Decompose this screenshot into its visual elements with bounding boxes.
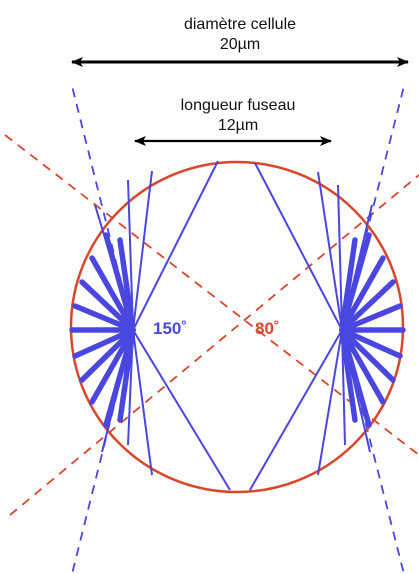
spindle-length-value: 12µm xyxy=(218,117,258,134)
spindle-angle-label: 150˚ xyxy=(153,319,187,338)
spindle-fibers xyxy=(95,161,372,490)
left-aster xyxy=(72,235,133,425)
fiber xyxy=(133,161,218,330)
cell-diameter-value: 20µm xyxy=(220,36,260,53)
cone-line-1 xyxy=(5,135,419,455)
cell-diameter-title: diamètre cellule xyxy=(184,16,296,33)
spindle-length-title: longueur fuseau xyxy=(181,97,296,114)
fiber xyxy=(133,330,152,475)
cone-angle-label: 80˚ xyxy=(255,319,280,338)
right-aster xyxy=(342,235,403,425)
